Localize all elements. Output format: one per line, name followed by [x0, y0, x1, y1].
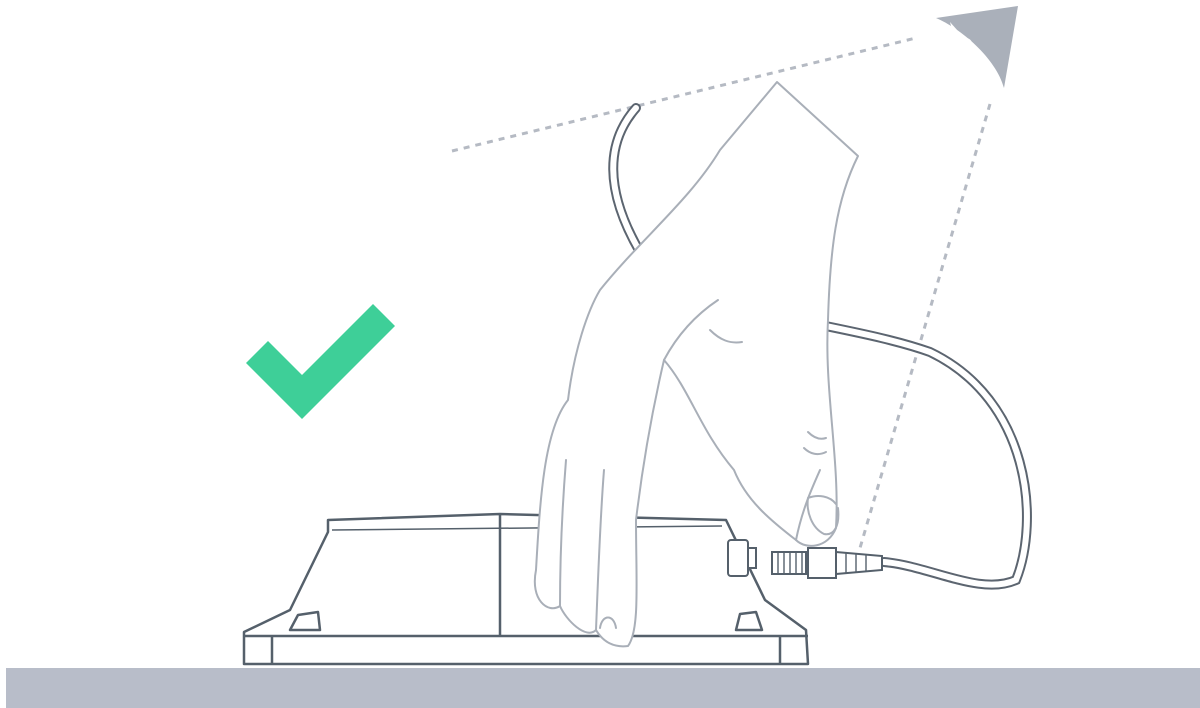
connector-strain-relief: [836, 552, 882, 574]
ground-surface: [6, 668, 1200, 708]
check-mark-icon: [246, 304, 395, 419]
connector-knurled-nut: [772, 552, 806, 574]
sight-line-upper: [452, 38, 916, 151]
connector-body: [808, 548, 836, 578]
eye-icon: [936, 6, 1018, 88]
cable-connector: [772, 548, 882, 578]
sight-line-lower: [860, 104, 990, 548]
device-housing: [244, 514, 808, 664]
